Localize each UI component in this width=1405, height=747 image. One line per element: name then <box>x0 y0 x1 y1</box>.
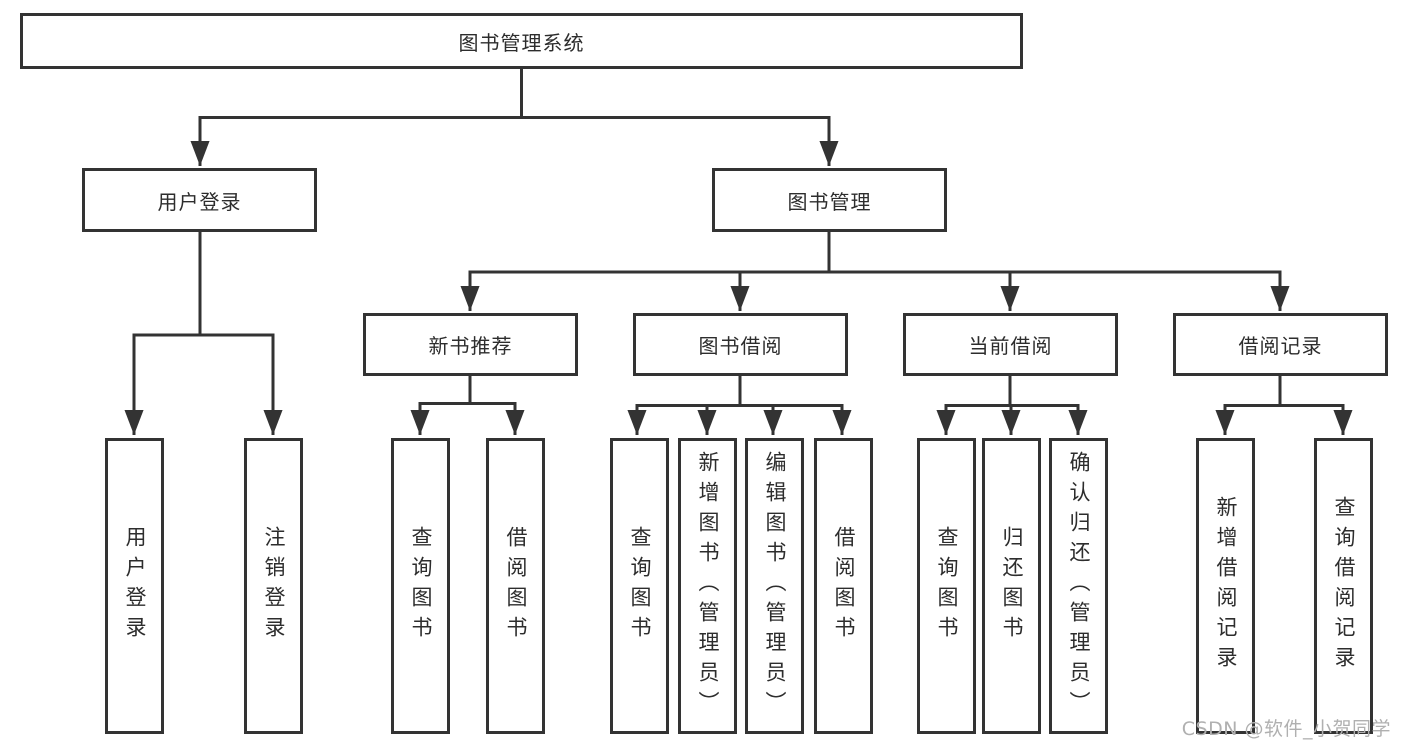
leaf-user-login: 用户登录 <box>105 438 164 734</box>
node-book-borrow: 图书借阅 <box>633 313 848 376</box>
leaf-edit-books-admin: 编辑图书（管理员） <box>745 438 804 734</box>
leaf-return-books: 归还图书 <box>982 438 1041 734</box>
leaf-add-books-admin: 新增图书（管理员） <box>678 438 737 734</box>
leaf-query-borrow-record: 查询借阅记录 <box>1314 438 1373 734</box>
node-user-login: 用户登录 <box>82 168 317 232</box>
leaf-borrow-books: 借阅图书 <box>814 438 873 734</box>
node-root: 图书管理系统 <box>20 13 1023 69</box>
node-book-management: 图书管理 <box>712 168 947 232</box>
leaf-add-borrow-record: 新增借阅记录 <box>1196 438 1255 734</box>
node-new-book-recommend: 新书推荐 <box>363 313 578 376</box>
leaf-logout: 注销登录 <box>244 438 303 734</box>
node-borrow-record: 借阅记录 <box>1173 313 1388 376</box>
leaf-query-books-recommend: 查询图书 <box>391 438 450 734</box>
leaf-confirm-return-admin: 确认归还（管理员） <box>1049 438 1108 734</box>
leaf-query-books-current: 查询图书 <box>917 438 976 734</box>
node-current-borrow: 当前借阅 <box>903 313 1118 376</box>
leaf-borrow-books-recommend: 借阅图书 <box>486 438 545 734</box>
leaf-query-books-borrow: 查询图书 <box>610 438 669 734</box>
csdn-watermark: CSDN @软件_小贺同学 <box>1181 718 1391 740</box>
